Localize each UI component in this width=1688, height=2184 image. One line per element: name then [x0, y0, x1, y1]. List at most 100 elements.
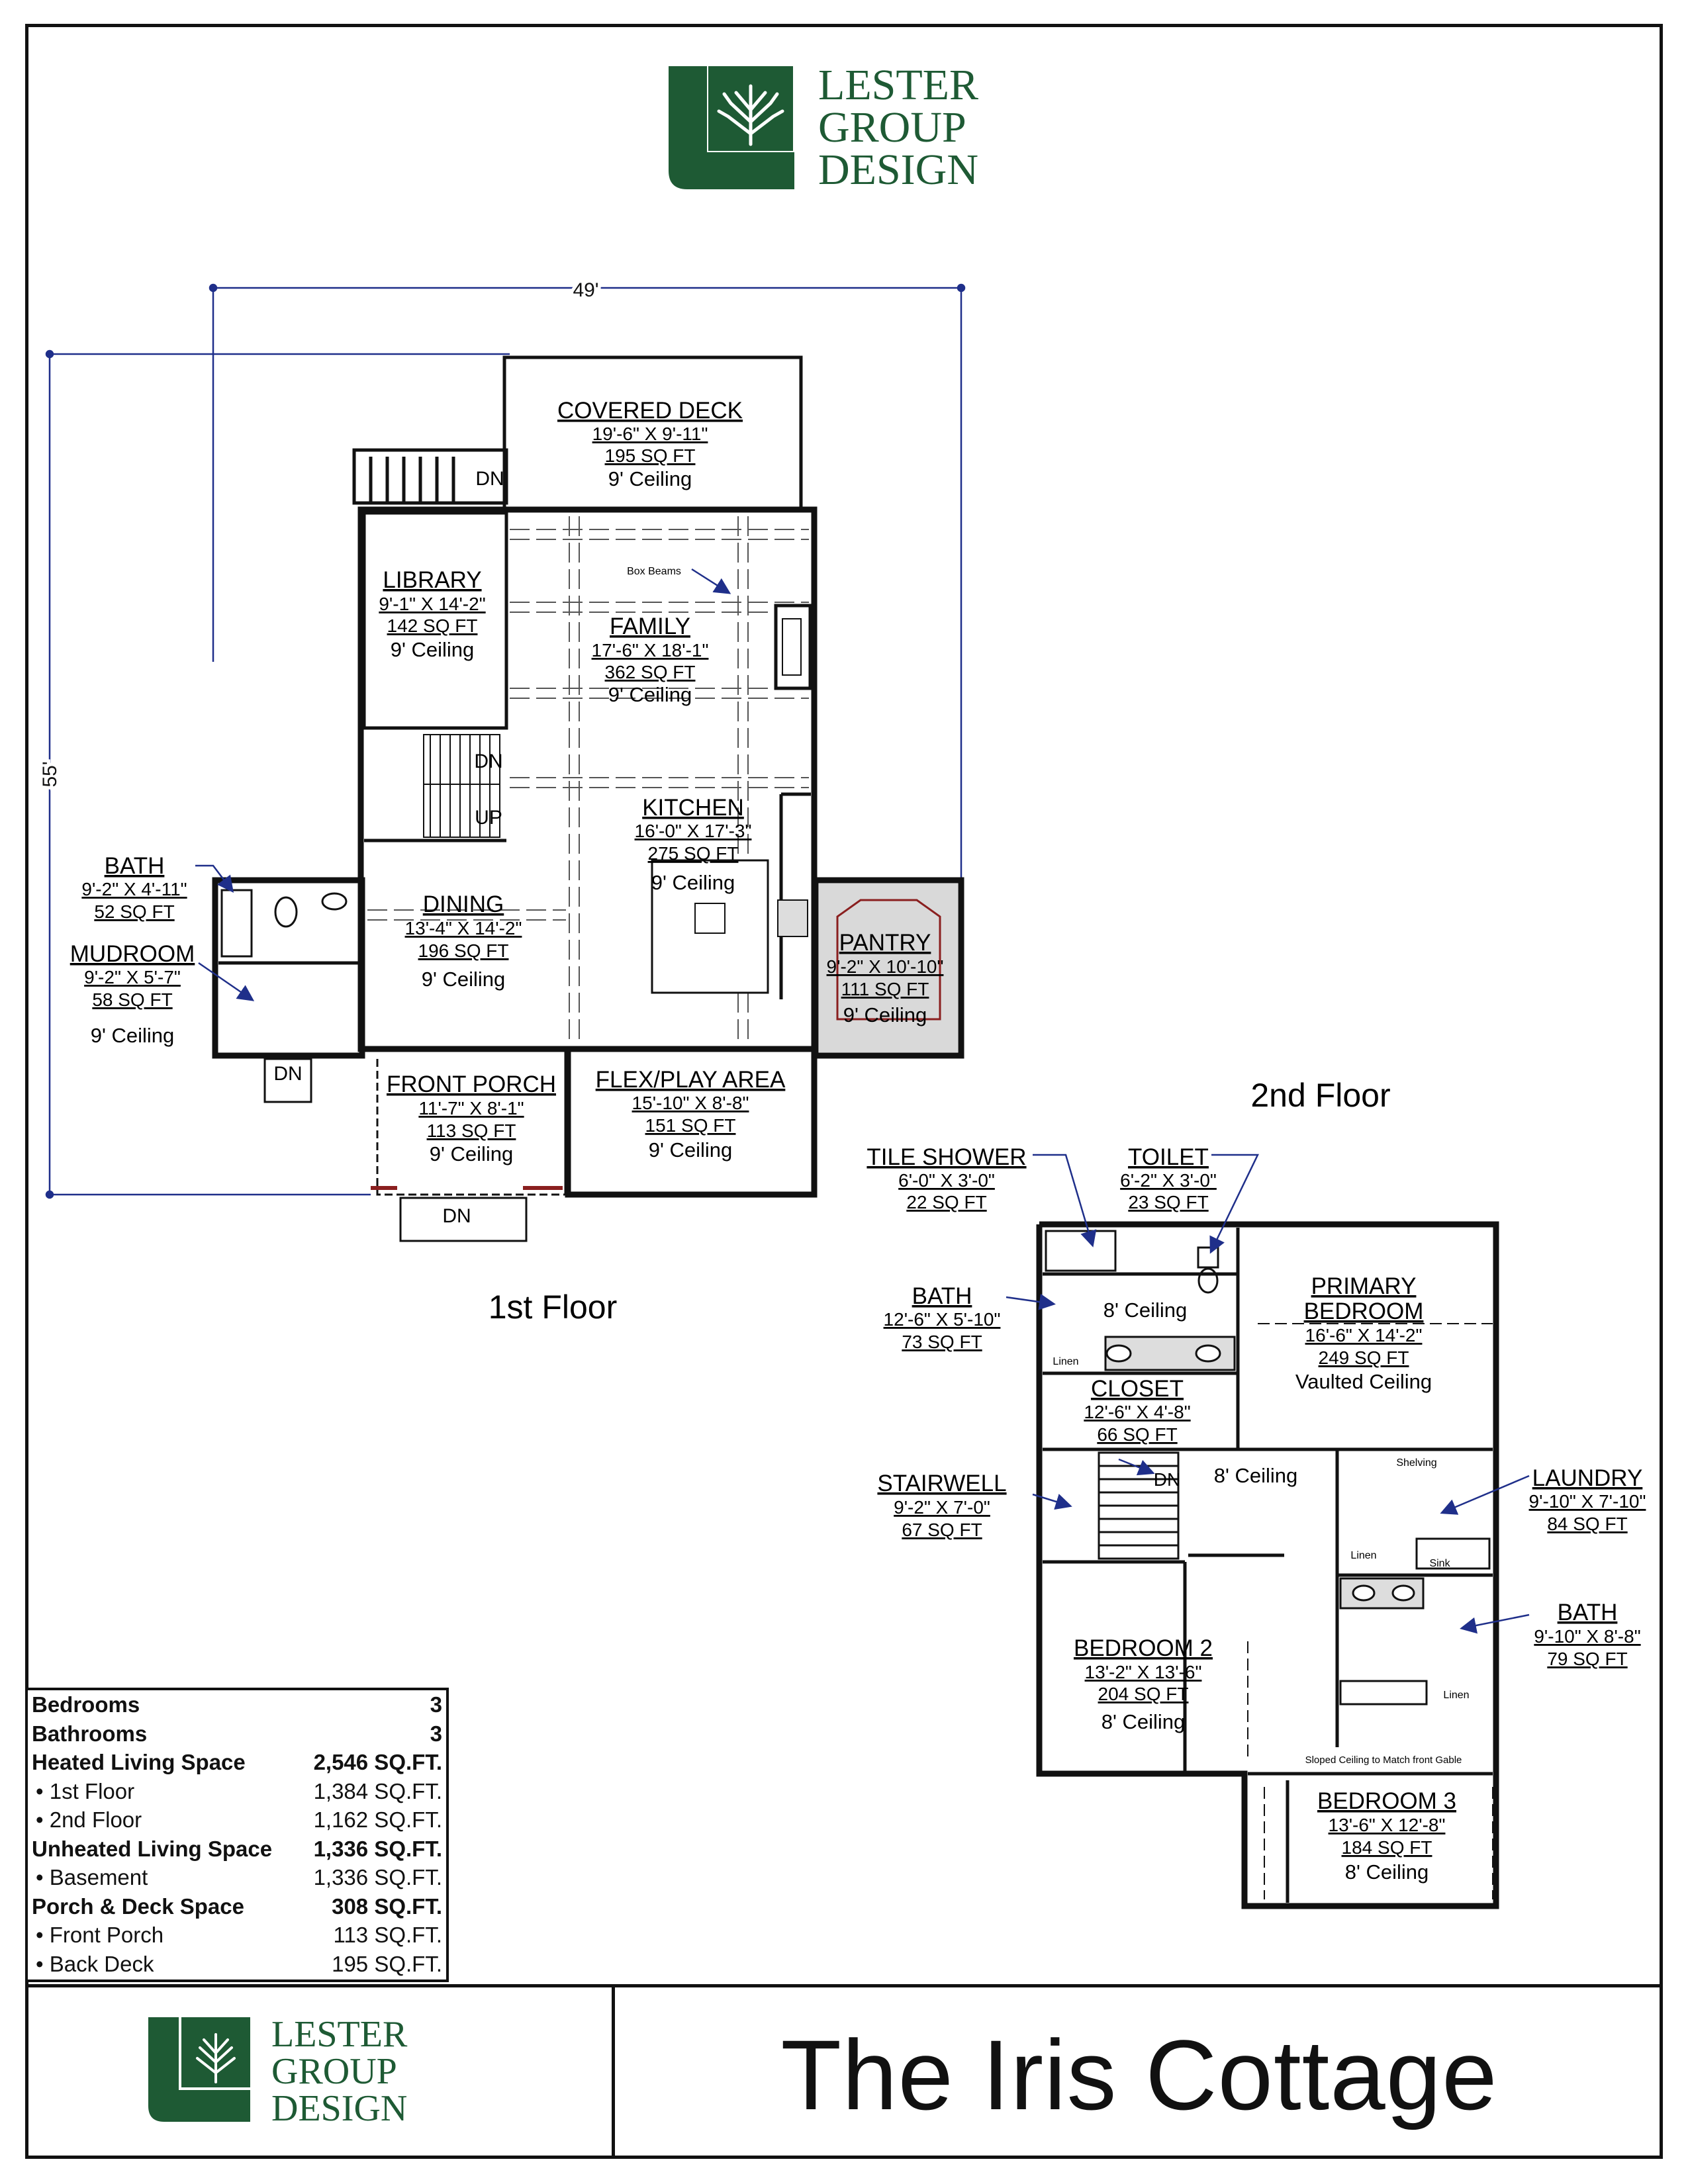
room-size: 9'-2" X 7'-0" [894, 1497, 990, 1518]
room-ceiling: 9' Ceiling [843, 1003, 927, 1026]
floor2-labels: 2nd Floor TILE SHOWER 6'-0" X 3'-0" 22 S… [867, 1077, 1646, 1884]
room-size: 13'-4" X 14'-2" [405, 918, 522, 938]
room-name: TILE SHOWER [867, 1144, 1026, 1170]
summary-label: • Basement [36, 1865, 148, 1889]
room-size: 6'-2" X 3'-0" [1120, 1170, 1217, 1191]
room-name: BEDROOM 3 [1317, 1788, 1456, 1814]
room-tile-shower: TILE SHOWER 6'-0" X 3'-0" 22 SQ FT [867, 1144, 1026, 1212]
room-size: 11'-7" X 8'-1" [418, 1098, 524, 1118]
covered-deck-outline [352, 355, 803, 510]
room-front-porch: FRONT PORCH 11'-7" X 8'-1" 113 SQ FT 9' … [387, 1071, 556, 1165]
room-name: FAMILY [610, 614, 690, 639]
kitchen-island [651, 859, 769, 994]
leader-arrows [195, 568, 1530, 1634]
logo-tree-icon [717, 84, 784, 146]
room-size: 13'-6" X 12'-8" [1329, 1815, 1446, 1835]
room-name-1: PRIMARY [1311, 1273, 1417, 1299]
summary-value: 113 SQ.FT. [333, 1923, 442, 1947]
room-area: 142 SQ FT [387, 615, 478, 636]
logo-l-shape [148, 2017, 250, 2122]
room-size: 6'-0" X 3'-0" [898, 1170, 995, 1191]
dim-depth-label: 55' [39, 761, 61, 787]
room-size: 16'-6" X 14'-2" [1305, 1325, 1423, 1345]
brand-line-1: LESTER [818, 61, 978, 109]
room-area: 184 SQ FT [1342, 1837, 1432, 1858]
room-name: STAIRWELL [877, 1471, 1006, 1496]
title-block-split [612, 1984, 615, 2159]
summary-value: 308 SQ.FT. [332, 1893, 442, 1919]
room-ceiling: 9' Ceiling [391, 638, 475, 661]
room-bedroom-3: BEDROOM 3 13'-6" X 12'-8" 184 SQ FT 8' C… [1317, 1788, 1456, 1884]
front-porch-rail [376, 1059, 566, 1196]
floor2-fixtures [1045, 1230, 1491, 1706]
brand-line-2: GROUP [271, 2051, 397, 2092]
room-area: 22 SQ FT [906, 1192, 986, 1212]
room-area: 204 SQ FT [1098, 1684, 1189, 1704]
room-size: 12'-6" X 5'-10" [884, 1309, 1001, 1330]
room-mudroom: MUDROOM 9'-2" X 5'-7" 58 SQ FT 9' Ceilin… [70, 941, 195, 1047]
room-dining: DINING 13'-4" X 14'-2" 196 SQ FT 9' Ceil… [405, 891, 522, 991]
logo-tree-icon [196, 2033, 236, 2083]
room-size: 9'-2" X 4'-11" [81, 879, 187, 899]
up-stair-label: UP [475, 807, 502, 829]
dn-deck-label: DN [475, 468, 504, 490]
dim-width-label: 49' [573, 279, 598, 301]
hall-ceiling-label: 8' Ceiling [1214, 1464, 1298, 1487]
room-name: COVERED DECK [557, 398, 743, 424]
room-name: FLEX/PLAY AREA [596, 1067, 786, 1093]
room-name: PANTRY [839, 930, 931, 956]
room-bath-1: BATH 9'-2" X 4'-11" 52 SQ FT [81, 853, 187, 922]
linen-label-2: Linen [1350, 1550, 1376, 1561]
room-name: LIBRARY [383, 567, 481, 593]
summary-label: • 2nd Floor [36, 1807, 142, 1832]
room-ceiling: 9' Ceiling [91, 1024, 175, 1047]
box-beams-label: Box Beams [627, 566, 681, 577]
room-name: BATH [1558, 1600, 1618, 1625]
room-area: 79 SQ FT [1547, 1649, 1627, 1669]
room-ceiling: 9' Ceiling [651, 871, 735, 894]
room-ceiling: 9' Ceiling [608, 683, 692, 706]
floor-plan-drawing: 49' 55' [39, 279, 1530, 1909]
summary-value: 195 SQ.FT. [332, 1951, 442, 1976]
floor1-walls [212, 506, 964, 1198]
room-flex-play: FLEX/PLAY AREA 15'-10" X 8'-8" 151 SQ FT… [596, 1067, 786, 1161]
room-bedroom-2: BEDROOM 2 13'-2" X 13'-6" 204 SQ FT 8' C… [1074, 1635, 1213, 1733]
toilet [274, 896, 298, 928]
shower [220, 889, 253, 958]
room-size: 12'-6" X 4'-8" [1084, 1402, 1190, 1422]
floor1-interior-walls [218, 511, 811, 1195]
room-size: 9'-1" X 14'-2" [379, 594, 485, 614]
room-toilet: TOILET 6'-2" X 3'-0" 23 SQ FT [1120, 1144, 1217, 1212]
room-area: 249 SQ FT [1319, 1347, 1409, 1368]
summary-label: Bedrooms [32, 1692, 140, 1717]
room-name: FRONT PORCH [387, 1071, 556, 1097]
front-porch-steps [399, 1197, 528, 1242]
room-name: LAUNDRY [1532, 1465, 1643, 1491]
room-name: BEDROOM 2 [1074, 1635, 1213, 1661]
linen-label-3: Linen [1443, 1690, 1469, 1701]
room-size: 16'-0" X 17'-3" [635, 821, 752, 841]
room-pantry: PANTRY 9'-2" X 10'-10" 111 SQ FT 9' Ceil… [827, 930, 944, 1026]
linen-label-1: Linen [1053, 1356, 1078, 1367]
brand-line-1: LESTER [271, 2014, 408, 2055]
room-ceiling: 8' Ceiling [1102, 1710, 1186, 1733]
room-library: LIBRARY 9'-1" X 14'-2" 142 SQ FT 9' Ceil… [379, 567, 485, 661]
summary-label: Bathrooms [32, 1721, 148, 1746]
brand-line-2: GROUP [818, 103, 966, 152]
summary-label: Porch & Deck Space [32, 1893, 244, 1919]
room-laundry: LAUNDRY 9'-10" X 7'-10" 84 SQ FT [1529, 1465, 1646, 1534]
logo-l-shape [669, 66, 794, 189]
brand-logo-bottom: LESTER GROUP DESIGN [148, 2014, 408, 2129]
room-name: BATH [912, 1283, 972, 1309]
summary-row: Porch & Deck Space 308 SQ.FT. [28, 1892, 446, 1921]
room-name: DINING [423, 891, 504, 917]
room-size: 17'-6" X 18'-1" [592, 640, 709, 660]
room-primary-bedroom: PRIMARY BEDROOM 16'-6" X 14'-2" 249 SQ F… [1295, 1273, 1432, 1393]
room-area: 73 SQ FT [902, 1332, 982, 1352]
room-area: 52 SQ FT [94, 901, 174, 922]
